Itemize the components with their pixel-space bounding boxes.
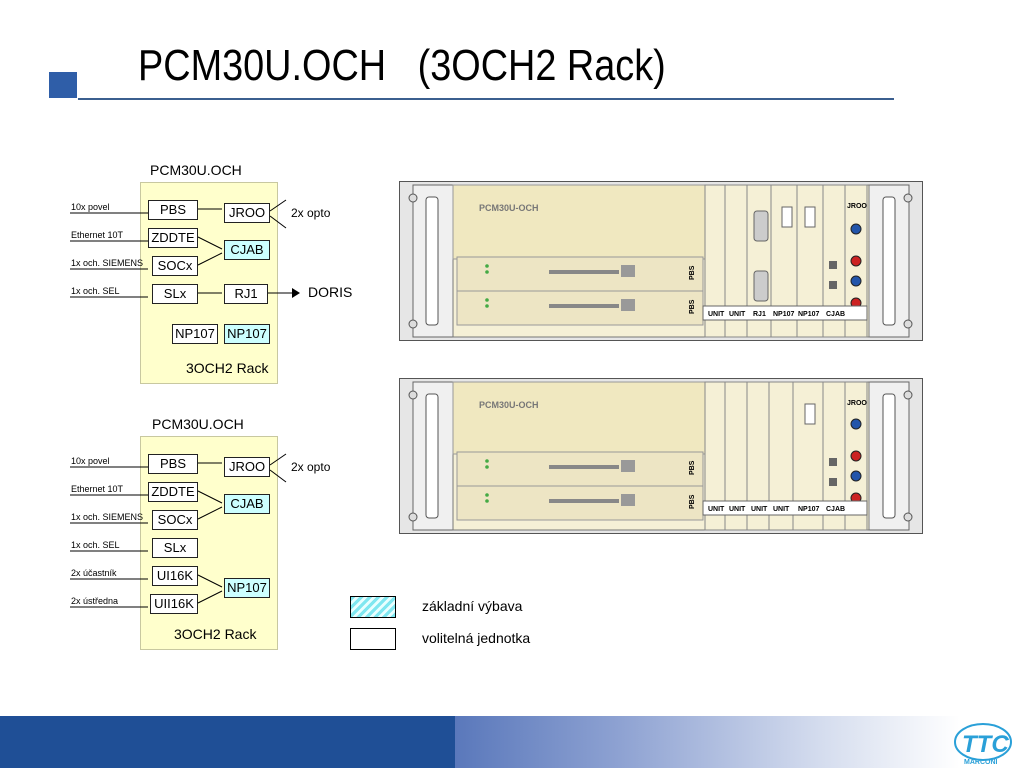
- module-np107: NP107: [224, 578, 270, 598]
- rack-slot-label: NP107: [798, 311, 820, 318]
- module-uii16k: UII16K: [150, 594, 198, 614]
- card-label: PBS: [689, 265, 696, 280]
- rack-jroo-label: JROO: [847, 203, 867, 210]
- module-cjab: CJAB: [224, 494, 270, 514]
- rack-brand: PCM30U-OCH: [479, 400, 539, 410]
- module-socx: SOCx: [152, 256, 198, 276]
- footer-bar: [0, 716, 1024, 768]
- rack-slot-label: UNIT: [708, 311, 725, 318]
- rack-slot-label: UNIT: [729, 311, 746, 318]
- title-underline: [78, 98, 894, 100]
- signal-label: 10x povel: [71, 202, 110, 212]
- signal-label: 1x och. SEL: [71, 286, 120, 296]
- rack-name: 3OCH2 Rack: [174, 626, 257, 642]
- module-rj1: RJ1: [224, 284, 268, 304]
- bottom-system-label: PCM30U.OCH: [152, 416, 244, 432]
- rack-brand: PCM30U-OCH: [479, 203, 539, 213]
- module-jroo: JROO: [224, 203, 270, 223]
- legend-optional-label: volitelná jednotka: [422, 630, 531, 646]
- rack-slot-label: CJAB: [826, 506, 845, 513]
- rack-slot-label: NP107: [798, 506, 820, 513]
- rack-slot-label: UNIT: [773, 506, 790, 513]
- rack-slot-label: UNIT: [751, 506, 768, 513]
- opto-label: 2x opto: [291, 206, 331, 220]
- rack-jroo-label: JROO: [847, 400, 867, 407]
- legend-basic-swatch: [350, 596, 396, 618]
- module-socx: SOCx: [152, 510, 198, 530]
- legend-basic-label: základní výbava: [422, 598, 523, 614]
- signal-label: Ethernet 10T: [71, 230, 124, 240]
- module-zddte: ZDDTE: [148, 482, 198, 502]
- rack-slot-label: RJ1: [753, 311, 766, 318]
- signal-label: 2x ústředna: [71, 596, 119, 606]
- rack-front-view-bottom: PCM30U-OCH PBS PBS JROO UNIT UNIT UNIT U…: [399, 378, 923, 539]
- ttc-marconi-logo: TTC MARCONI: [950, 718, 1020, 768]
- module-np107-basic: NP107: [224, 324, 270, 344]
- slide-title: PCM30U.OCH (3OCH2 Rack): [138, 41, 666, 90]
- module-slx: SLx: [152, 284, 198, 304]
- signal-label: 10x povel: [71, 456, 110, 466]
- top-system-label: PCM30U.OCH: [150, 162, 242, 178]
- signal-label: Ethernet 10T: [71, 484, 124, 494]
- module-ui16k: UI16K: [152, 566, 198, 586]
- rack-slot-label: UNIT: [708, 506, 725, 513]
- rack-slot-label: UNIT: [729, 506, 746, 513]
- module-slx: SLx: [152, 538, 198, 558]
- signal-label: 1x och. SIEMENS: [71, 512, 144, 522]
- legend-optional-swatch: [350, 628, 396, 650]
- module-zddte: ZDDTE: [148, 228, 198, 248]
- rack-front-view-top: PCM30U-OCH PBS PBS JROO UNIT UNIT RJ1 NP…: [399, 181, 923, 346]
- card-label: PBS: [689, 299, 696, 314]
- rack-slot-label: NP107: [773, 311, 795, 318]
- svg-text:MARCONI: MARCONI: [964, 759, 997, 766]
- module-jroo: JROO: [224, 457, 270, 477]
- rack-slot-label: CJAB: [826, 311, 845, 318]
- module-pbs: PBS: [148, 200, 198, 220]
- module-pbs: PBS: [148, 454, 198, 474]
- rack-name: 3OCH2 Rack: [186, 360, 269, 376]
- module-np107: NP107: [172, 324, 218, 344]
- signal-label: 2x účastník: [71, 568, 117, 578]
- opto-label: 2x opto: [291, 460, 331, 474]
- signal-label: 1x och. SIEMENS: [71, 258, 144, 268]
- card-label: PBS: [689, 494, 696, 509]
- card-label: PBS: [689, 460, 696, 475]
- title-accent-square: [49, 72, 77, 98]
- svg-text:TTC: TTC: [962, 731, 1009, 758]
- signal-label: 1x och. SEL: [71, 540, 120, 550]
- module-cjab: CJAB: [224, 240, 270, 260]
- doris-label: DORIS: [308, 284, 353, 300]
